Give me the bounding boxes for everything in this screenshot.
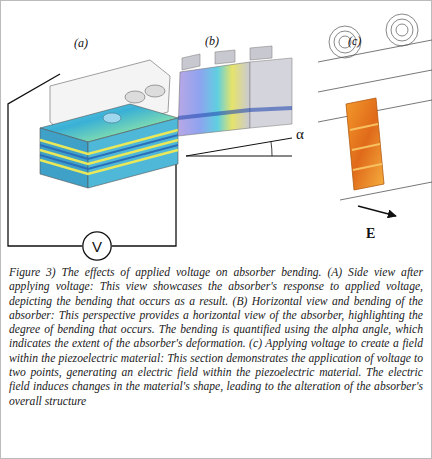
contact-pad [182,46,272,70]
absorber-end [250,58,292,128]
voltmeter-circle: V [82,231,112,261]
piezo-element [346,98,384,190]
panel-label: (b) [205,34,219,49]
contact-circles [329,14,418,58]
bump [103,113,121,123]
absorber-slab [178,62,250,136]
bump [145,85,165,97]
absorber-layer [40,130,178,174]
outline-line [318,40,432,200]
panel-label: (a) [74,36,88,51]
piezo-texture [350,124,382,170]
absorber-layer [40,135,178,169]
panel-a-absorber [8,60,178,246]
figure-caption: Figure 3) The effects of applied voltage… [9,266,423,409]
panel-c-field [318,14,432,216]
bend-line [186,138,292,156]
panel-label: E [366,226,375,242]
panel-b-bending [178,46,292,156]
bent-layer [178,108,292,118]
angle-arc [271,142,272,156]
field-arrow [358,206,396,216]
reference-line [186,156,292,157]
panel-label: α [296,126,304,143]
panel-label: (c) [348,34,361,49]
bump [125,91,145,103]
circle-outline [83,232,111,260]
node-text: V [92,238,102,255]
